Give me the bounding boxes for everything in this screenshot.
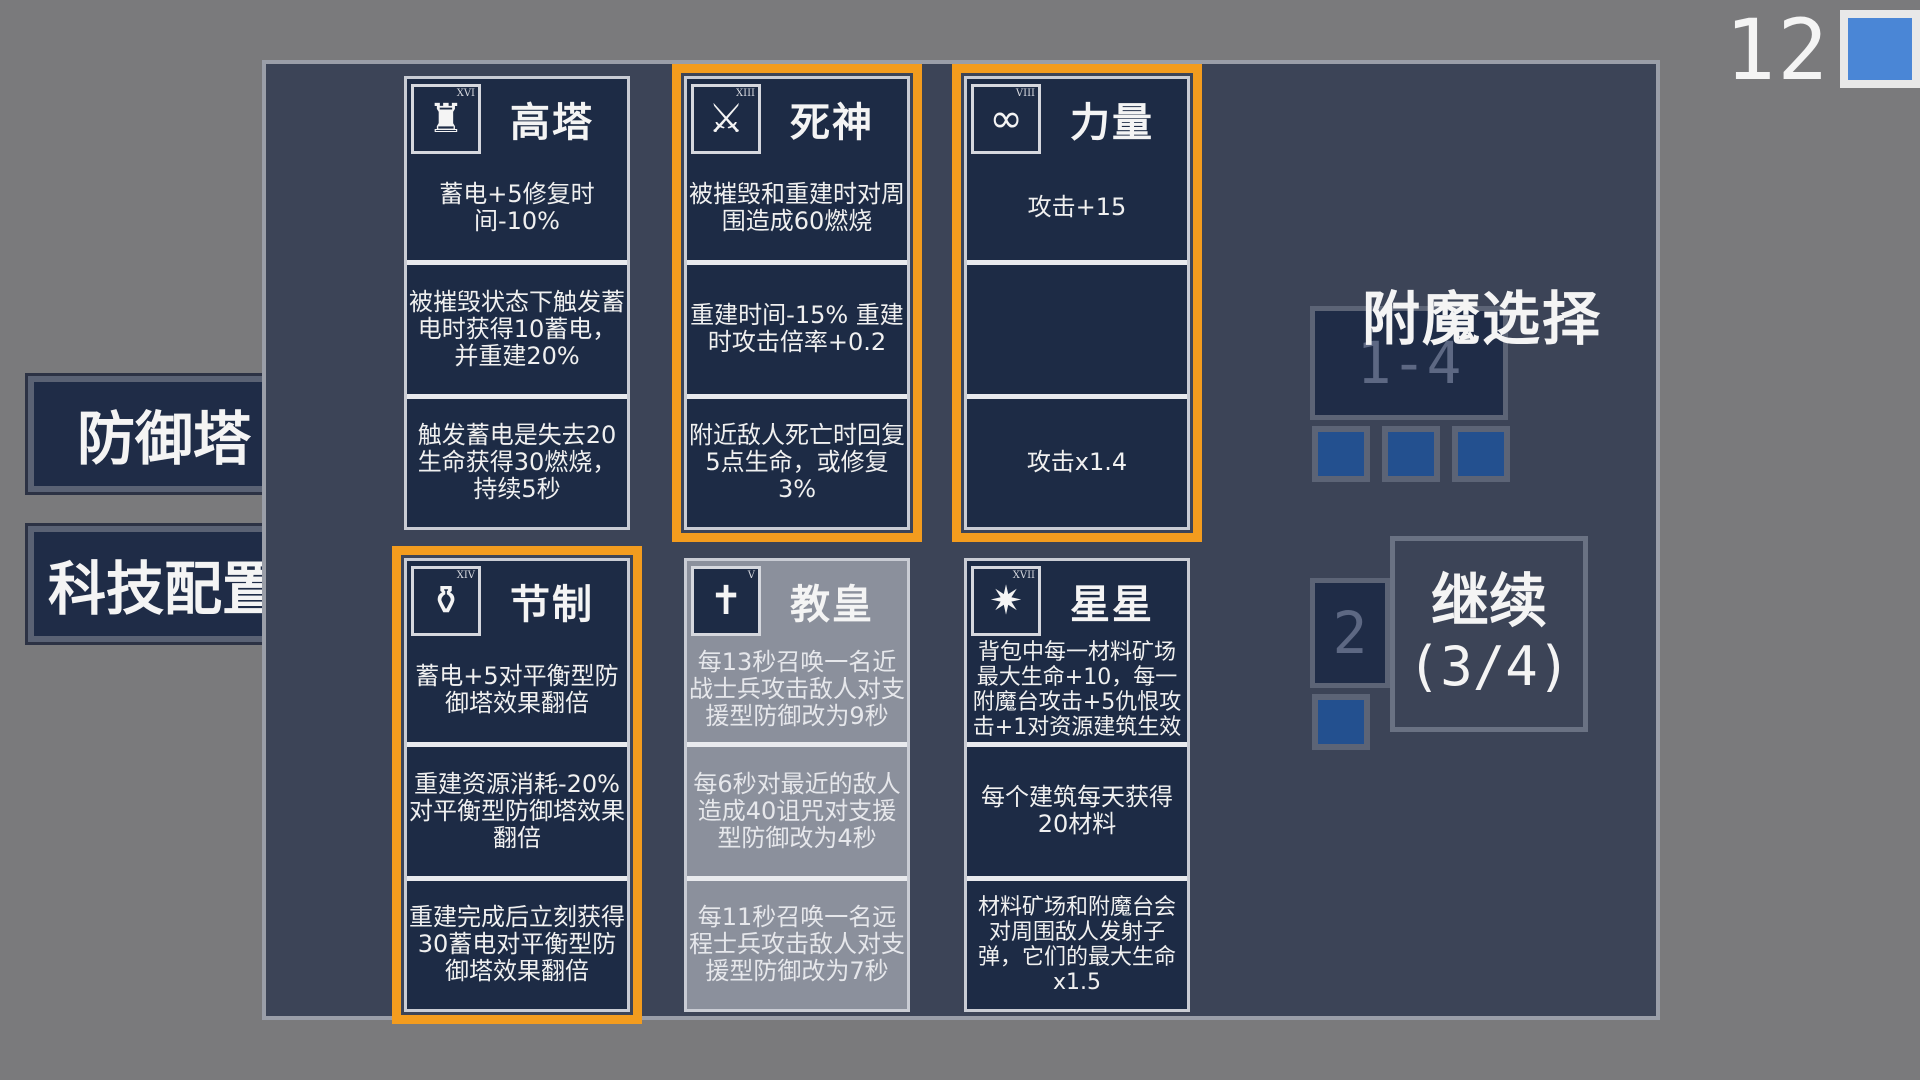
- card-header: ✝ V 教皇 每13秒召唤一名近战士兵攻击敌人对支援型防御改为9秒: [687, 561, 907, 747]
- card-tower[interactable]: ♜ XVI 高塔 蓄电+5修复时间-10% 被摧毁状态下触发蓄电时获得10蓄电，…: [404, 76, 630, 530]
- card-header-desc: 每13秒召唤一名近战士兵攻击敌人对支援型防御改为9秒: [689, 648, 905, 730]
- continue-progress: (3/4): [1407, 635, 1571, 698]
- continue-button[interactable]: 继续 (3/4): [1390, 536, 1588, 732]
- card-effect-3: 每11秒召唤一名远程士兵攻击敌人对支援型防御改为7秒: [687, 880, 907, 1009]
- card-title: 教皇: [790, 582, 874, 628]
- enchant-slot-1-4: 1-4: [1310, 306, 1508, 420]
- enchant-mini-slot: [1382, 426, 1440, 482]
- card-header: ⚱ XIV 节制 蓄电+5对平衡型防御塔效果翻倍: [407, 561, 627, 747]
- card-panel: ♜ XVI 高塔 蓄电+5修复时间-10% 被摧毁状态下触发蓄电时获得10蓄电，…: [262, 60, 1660, 1024]
- card-star[interactable]: ✷ XVII 星星 背包中每一材料矿场最大生命+10，每一附魔台攻击+5仇恨攻击…: [964, 558, 1190, 1012]
- card-effect-2: 每6秒对最近的敌人造成40诅咒对支援型防御改为4秒: [687, 747, 907, 881]
- infinity-icon: ∞ VIII: [971, 84, 1041, 154]
- card-header: ∞ VIII 力量 攻击+15: [967, 79, 1187, 265]
- card-header-desc: 攻击+15: [1027, 193, 1127, 221]
- card-title: 死神: [790, 100, 874, 146]
- card-effect-3: 附近敌人死亡时回复5点生命，或修复3%: [689, 421, 905, 504]
- card-temperance[interactable]: ⚱ XIV 节制 蓄电+5对平衡型防御塔效果翻倍 重建资源消耗-20%对平衡型防…: [392, 546, 642, 1024]
- card-header-desc: 蓄电+5对平衡型防御塔效果翻倍: [415, 661, 619, 717]
- card-effect-2: 每个建筑每天获得20材料: [967, 747, 1187, 881]
- card-title: 节制: [510, 582, 594, 628]
- card-effect-3: 重建完成后立刻获得30蓄电对平衡型防御塔效果翻倍: [409, 903, 625, 986]
- counter-square-icon: [1840, 10, 1920, 88]
- tab-defense-tower[interactable]: 防御塔: [25, 373, 303, 495]
- hierophant-icon: ✝ V: [691, 566, 761, 636]
- card-effect-3: 触发蓄电是失去20生命获得30燃烧，持续5秒: [417, 421, 617, 504]
- card-effect-2: 重建时间-15% 重建时攻击倍率+0.2: [687, 265, 907, 399]
- wave-counter: 12: [1724, 1, 1830, 99]
- card-header: ✷ XVII 星星 背包中每一材料矿场最大生命+10，每一附魔台攻击+5仇恨攻击…: [967, 561, 1187, 747]
- card-hierophant[interactable]: ✝ V 教皇 每13秒召唤一名近战士兵攻击敌人对支援型防御改为9秒 每6秒对最近…: [684, 558, 910, 1012]
- card-header: ♜ XVI 高塔 蓄电+5修复时间-10%: [407, 79, 627, 265]
- continue-label: 继续: [1430, 567, 1547, 635]
- card-effect-2: [967, 265, 1187, 399]
- card-death[interactable]: ⚔ XIII 死神 被摧毁和重建时对周围造成60燃烧 重建时间-15% 重建时攻…: [672, 64, 922, 542]
- enchant-mini-slot: [1312, 694, 1370, 750]
- card-header: ⚔ XIII 死神 被摧毁和重建时对周围造成60燃烧: [687, 79, 907, 265]
- enchant-select-title: 附魔选择: [1362, 285, 1603, 353]
- card-title: 星星: [1070, 582, 1154, 628]
- scythe-icon: ⚔ XIII: [691, 84, 761, 154]
- card-effect-3: 攻击x1.4: [1026, 448, 1128, 477]
- card-effect-2: 重建资源消耗-20%对平衡型防御塔效果翻倍: [407, 747, 627, 881]
- card-title: 力量: [1070, 100, 1154, 146]
- star-icon: ✷ XVII: [971, 566, 1041, 636]
- card-header-desc: 蓄电+5修复时间-10%: [439, 179, 595, 235]
- enchant-mini-slot: [1312, 426, 1370, 482]
- card-title: 高塔: [510, 100, 594, 146]
- card-header-desc: 被摧毁和重建时对周围造成60燃烧: [689, 179, 905, 235]
- enchant-slot-2: 2: [1310, 578, 1390, 688]
- enchant-mini-slot: [1452, 426, 1510, 482]
- tab-tech-config[interactable]: 科技配置: [25, 523, 303, 645]
- card-strength[interactable]: ∞ VIII 力量 攻击+15 攻击x1.4: [952, 64, 1202, 542]
- temperance-icon: ⚱ XIV: [411, 566, 481, 636]
- tower-icon: ♜ XVI: [411, 84, 481, 154]
- card-effect-3: 材料矿场和附魔台会对周围敌人发射子弹，它们的最大生命x1.5: [977, 894, 1176, 995]
- card-effect-2: 被摧毁状态下触发蓄电时获得10蓄电，并重建20%: [407, 265, 627, 399]
- card-header-desc: 背包中每一材料矿场最大生命+10，每一附魔台攻击+5仇恨攻击+1对资源建筑生效: [972, 639, 1182, 740]
